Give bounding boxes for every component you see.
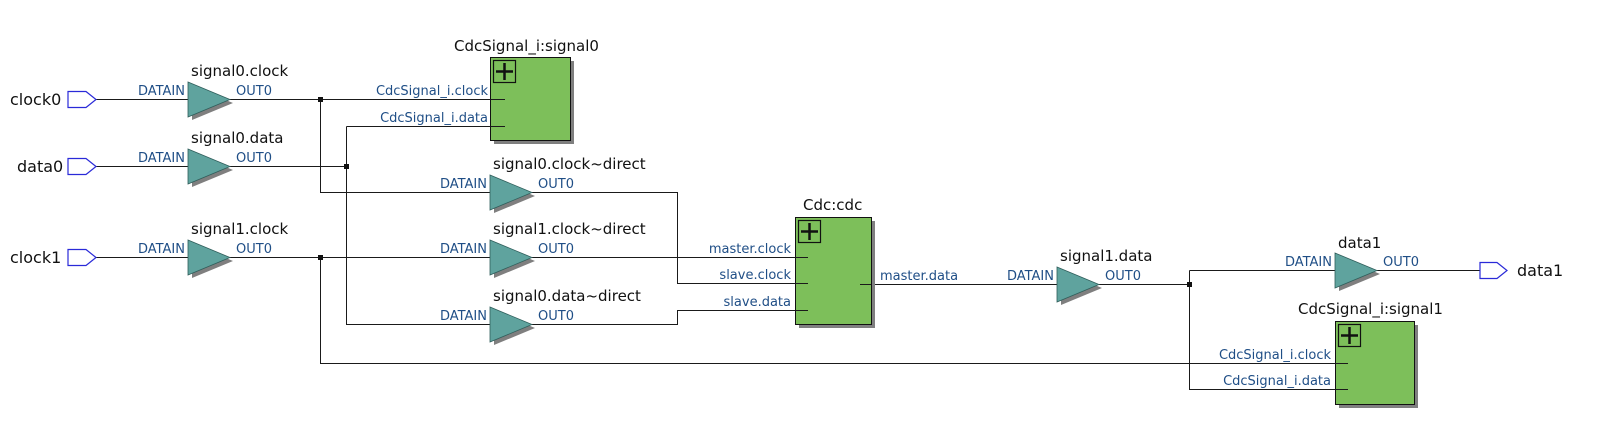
pin-label-out: OUT0	[236, 151, 272, 166]
block-name: Cdc:cdc	[803, 196, 862, 214]
pin-label: CdcSignal_i.data	[380, 111, 488, 126]
junction-dot	[318, 255, 323, 260]
input-port-clock0[interactable]: clock0	[10, 90, 97, 109]
buffer-triangle-icon	[489, 239, 534, 276]
buffer-name: signal0.clock	[191, 62, 289, 80]
buffer-name: signal0.clock~direct	[493, 155, 646, 173]
input-port-icon	[67, 90, 97, 109]
port-label: clock0	[10, 90, 61, 109]
pin-stubs	[490, 99, 1348, 390]
buffer-name: signal1.clock	[191, 220, 289, 238]
pin-label: CdcSignal_i.data	[1223, 374, 1331, 389]
pin-label-out: OUT0	[1105, 269, 1141, 284]
expand-plus-icon[interactable]	[492, 59, 517, 84]
buffer-name: signal1.data	[1060, 247, 1152, 265]
junction-dot	[318, 97, 323, 102]
pin-label: master.clock	[709, 242, 792, 257]
pin-label: slave.clock	[719, 268, 791, 283]
wires	[96, 99, 1480, 390]
pin-label-in: DATAIN	[138, 84, 185, 99]
pin-label-out: OUT0	[236, 84, 272, 99]
junction-dot	[344, 164, 349, 169]
block-cdc[interactable]: Cdc:cdc master.clock slave.clock slave.d…	[709, 196, 958, 328]
input-port-clock1[interactable]: clock1	[10, 248, 97, 267]
buffer-signal0-data-direct[interactable]: signal0.data~direct DATAIN OUT0	[440, 287, 641, 345]
buffer-data1[interactable]: data1 DATAIN OUT0	[1285, 234, 1419, 291]
buffer-triangle-icon	[1056, 266, 1101, 303]
port-label: data1	[1517, 261, 1563, 280]
buffer-signal0-data[interactable]: signal0.data DATAIN OUT0	[138, 129, 284, 187]
pin-label-in: DATAIN	[440, 177, 487, 192]
pin-label: CdcSignal_i.clock	[376, 84, 489, 99]
junctions	[318, 97, 1192, 287]
buffer-triangle-icon	[1334, 252, 1379, 289]
buffer-signal1-clock-direct[interactable]: signal1.clock~direct DATAIN OUT0	[440, 220, 646, 278]
buffer-name: signal0.data	[191, 129, 283, 147]
pin-label-out: OUT0	[1383, 255, 1419, 270]
port-label: data0	[17, 157, 63, 176]
pin-label: slave.data	[724, 295, 791, 310]
buffer-triangle-icon	[187, 148, 232, 185]
junction-dot	[1187, 282, 1192, 287]
block-name: CdcSignal_i:signal1	[1298, 300, 1443, 319]
input-port-icon	[67, 248, 97, 267]
port-label: clock1	[10, 248, 61, 267]
expand-plus-icon[interactable]	[1337, 323, 1362, 348]
pin-label-in: DATAIN	[1285, 255, 1332, 270]
buffer-triangle-icon	[489, 174, 534, 211]
pin-label-in: DATAIN	[138, 242, 185, 257]
pin-label: master.data	[880, 269, 958, 284]
input-port-data0[interactable]: data0	[17, 157, 97, 176]
pin-label-in: DATAIN	[1007, 269, 1054, 284]
pin-label-out: OUT0	[236, 242, 272, 257]
buffer-triangle-icon	[187, 81, 232, 118]
block-cdcsignal-signal0[interactable]: CdcSignal_i:signal0 CdcSignal_i.clock Cd…	[376, 37, 599, 144]
pin-label-out: OUT0	[538, 177, 574, 192]
buffer-signal1-clock[interactable]: signal1.clock DATAIN OUT0	[138, 220, 289, 278]
buffer-signal0-clock[interactable]: signal0.clock DATAIN OUT0	[138, 62, 289, 120]
buffer-signal0-clock-direct[interactable]: signal0.clock~direct DATAIN OUT0	[440, 155, 646, 213]
pin-label-in: DATAIN	[440, 242, 487, 257]
pin-label: CdcSignal_i.clock	[1219, 348, 1332, 363]
pin-label-in: DATAIN	[138, 151, 185, 166]
pin-label-in: DATAIN	[440, 309, 487, 324]
buffer-triangle-icon	[489, 306, 534, 343]
buffer-name: signal1.clock~direct	[493, 220, 646, 238]
expand-plus-icon[interactable]	[797, 219, 822, 244]
block-cdcsignal-signal1[interactable]: CdcSignal_i:signal1 CdcSignal_i.clock Cd…	[1219, 300, 1443, 408]
input-port-icon	[67, 157, 97, 176]
buffer-triangle-icon	[187, 239, 232, 276]
output-port-data1[interactable]: data1	[1479, 261, 1563, 280]
buffer-signal1-data[interactable]: signal1.data DATAIN OUT0	[1007, 247, 1153, 305]
block-name: CdcSignal_i:signal0	[454, 37, 599, 56]
buffer-name: data1	[1338, 234, 1381, 252]
buffer-name: signal0.data~direct	[493, 287, 641, 305]
pin-label-out: OUT0	[538, 242, 574, 257]
output-port-icon	[1479, 261, 1508, 280]
pin-label-out: OUT0	[538, 309, 574, 324]
